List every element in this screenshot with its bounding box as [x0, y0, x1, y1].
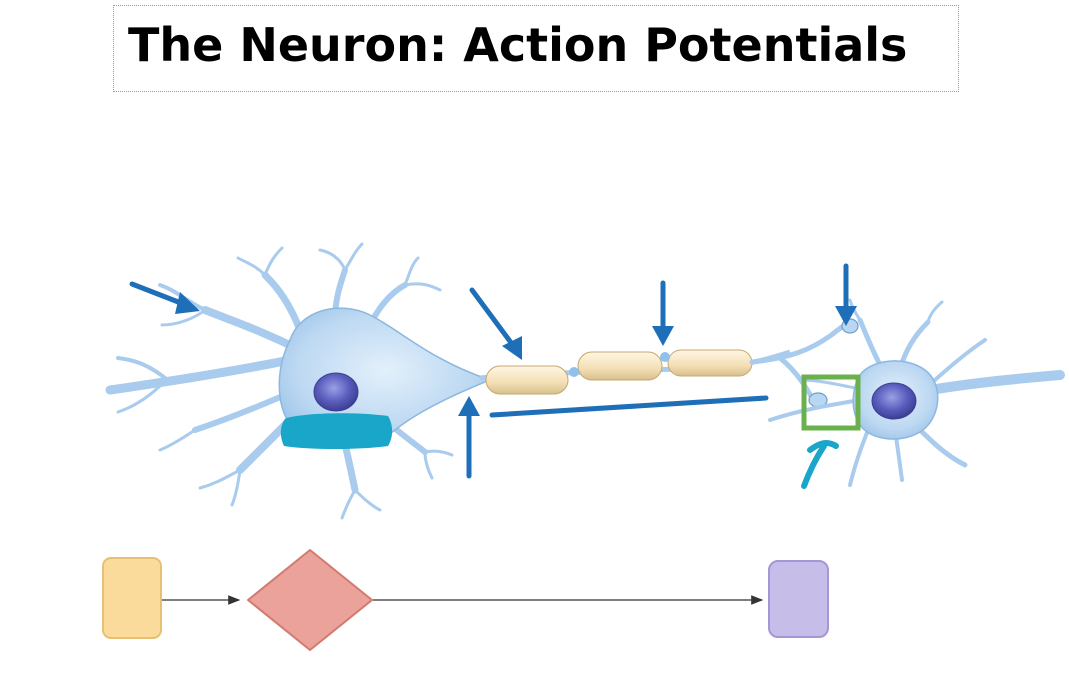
- node-of-ranvier: [569, 367, 579, 377]
- terminal-arrow: [835, 263, 857, 326]
- postsynaptic-nucleus: [871, 382, 917, 420]
- flow-diamond: [247, 549, 373, 651]
- nucleus: [313, 372, 359, 412]
- cell-body-highlight: [280, 413, 393, 449]
- presynaptic-neuron: [105, 242, 859, 520]
- myelin-sheath: [667, 349, 753, 377]
- flow-box-start: [102, 557, 162, 639]
- synapse-highlight-box: [801, 374, 861, 431]
- flow-box-end: [768, 560, 829, 638]
- myelin-sheath: [577, 351, 663, 381]
- synapse-arrow: [801, 440, 839, 489]
- postsynaptic-neuron: [768, 298, 1065, 487]
- axon-underline: [489, 395, 769, 418]
- slide-title: The Neuron: Action Potentials: [128, 18, 908, 72]
- title-box: The Neuron: Action Potentials: [113, 5, 959, 92]
- flow-diagram: [102, 549, 829, 651]
- dendrite-arrow: [129, 281, 200, 314]
- myelin-sheaths: [485, 349, 753, 395]
- node-arrow: [652, 280, 674, 346]
- axon-terminals: [749, 321, 851, 401]
- myelin-sheath: [485, 365, 569, 395]
- node-of-ranvier: [660, 352, 670, 362]
- myelin-arrow: [469, 287, 522, 360]
- axon-hillock-arrow: [458, 396, 480, 479]
